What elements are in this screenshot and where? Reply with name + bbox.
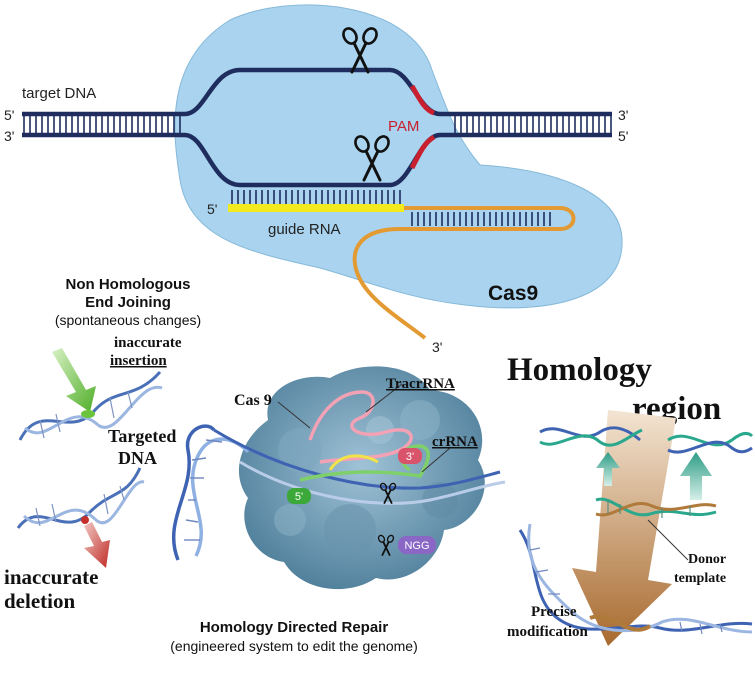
guide-5-end-label: 5' (207, 201, 217, 217)
teal-arrow-right (680, 452, 712, 500)
targeted-line2: DNA (118, 448, 157, 468)
tracr-callout-line (365, 383, 403, 413)
scissors-icon (354, 135, 390, 182)
crrna-callout-line (421, 447, 451, 473)
hdr-section: 3' 5' NGG Cas 9 TracrRNA crRNA Targeted … (108, 366, 506, 654)
homology-title-line1: Homology (507, 352, 652, 388)
hdr-cas9-label: Cas 9 (234, 392, 272, 409)
insertion-line1: inaccurate (114, 335, 182, 351)
left-top-end-label: 5' (4, 107, 14, 123)
end-3-label: 3' (406, 451, 414, 463)
teal-arrow-left (596, 452, 620, 486)
nhej-title-line2: End Joining (85, 294, 171, 311)
donor-callout-line (647, 519, 689, 561)
deletion-line2: deletion (4, 589, 75, 613)
end-3-badge (398, 448, 422, 464)
tracr-label: TracrRNA (386, 376, 455, 392)
tail-3-end-label: 3' (432, 339, 442, 355)
tracr-loop (308, 390, 413, 464)
cas9-protein-shape (174, 4, 623, 309)
cas9-callout-line (277, 401, 311, 429)
crrna-label: crRNA (432, 434, 478, 450)
pam-segment-bottom (409, 134, 436, 170)
homology-arrow (572, 410, 676, 646)
pam-segment-top (409, 84, 436, 116)
guide-rna-label: guide RNA (268, 221, 341, 238)
targeted-line1: Targeted (108, 426, 176, 446)
tracr-tail (352, 206, 576, 340)
insertion-line2: insertion (110, 353, 167, 369)
helix-deletion (16, 467, 145, 529)
dna-rungs-right (454, 116, 612, 133)
deletion-arrow (84, 522, 110, 568)
donor-line1: Donor (688, 552, 726, 567)
hdr-subtitle: (engineered system to edit the genome) (170, 638, 417, 654)
ngg-badge (398, 536, 436, 554)
nhej-subtitle: (spontaneous changes) (55, 312, 201, 328)
left-bottom-end-label: 3' (4, 128, 14, 144)
dna-rungs-left (23, 116, 181, 133)
deletion-line1: inaccurate (4, 565, 98, 589)
tracr-rungs (411, 212, 551, 226)
donor-line2: template (674, 571, 726, 586)
scissors-icon (342, 27, 378, 74)
hdr-title: Homology Directed Repair (200, 619, 389, 636)
scissors-icon (377, 534, 395, 556)
homology-section: Homology region (507, 352, 754, 646)
ngg-label: NGG (404, 540, 429, 552)
end-5-label: 5' (295, 491, 303, 503)
guide-rungs (231, 190, 401, 204)
cas9-protein-render (238, 366, 485, 590)
top-cas9-panel: target DNA 5' 3' 3' 5' PAM 5' guide RNA … (4, 4, 628, 355)
right-top-end-label: 3' (618, 107, 628, 123)
nhej-title-line1: Non Homologous (66, 276, 191, 293)
pam-label: PAM (388, 118, 419, 135)
precise-line2: modification (507, 624, 588, 640)
target-dna-label: target DNA (22, 85, 96, 102)
targeted-dna-helix (171, 424, 506, 561)
insertion-arrow (52, 348, 96, 412)
yellow-segment (328, 454, 379, 471)
helix-insertion (18, 371, 163, 441)
upper-dna-helices (539, 426, 754, 454)
cas9-label: Cas9 (488, 282, 538, 305)
precise-line1: Precise (531, 604, 577, 620)
right-bottom-end-label: 5' (618, 128, 628, 144)
nhej-section: Non Homologous End Joining (spontaneous … (4, 276, 201, 613)
genome-helix (518, 523, 753, 635)
scissors-icon (379, 482, 397, 504)
end-5-badge (287, 488, 311, 504)
donor-template-helix (595, 497, 717, 518)
